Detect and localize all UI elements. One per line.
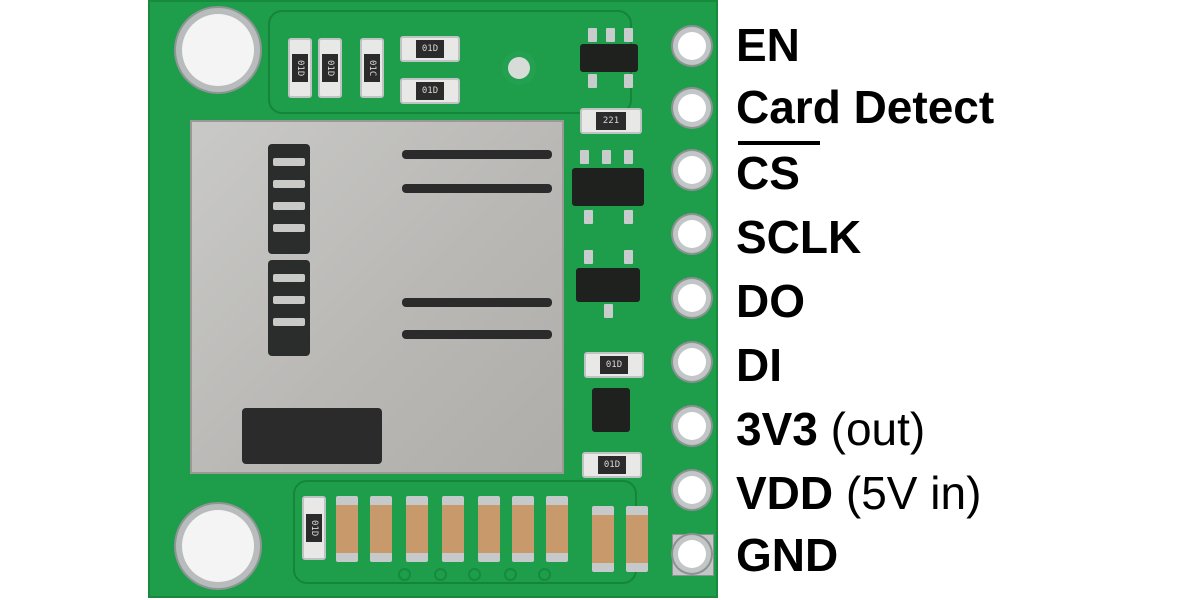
capacitor bbox=[442, 496, 464, 562]
pin-gnd-pad bbox=[672, 534, 714, 576]
mounting-hole-bottom bbox=[182, 510, 254, 582]
pin-card-detect bbox=[678, 94, 706, 122]
label-vdd: VDD (5V in) bbox=[736, 467, 982, 519]
resistor: 01D bbox=[302, 496, 326, 560]
resistor: 01D bbox=[400, 78, 460, 104]
contact-window bbox=[268, 144, 310, 254]
resistor: 01C bbox=[360, 38, 384, 98]
capacitor bbox=[478, 496, 500, 562]
fiducial-marker bbox=[508, 57, 530, 79]
pin-vdd bbox=[678, 476, 706, 504]
pin-3v3 bbox=[678, 412, 706, 440]
capacitor bbox=[546, 496, 568, 562]
spring-slit bbox=[402, 150, 552, 159]
label-3v3: 3V3 (out) bbox=[736, 403, 926, 455]
pin-en bbox=[678, 32, 706, 60]
label-sclk: SCLK bbox=[736, 211, 862, 263]
resistor: 01D bbox=[288, 38, 312, 98]
microsd-card-slot bbox=[190, 120, 564, 474]
pin-cs bbox=[678, 156, 706, 184]
pin-gnd bbox=[678, 540, 706, 568]
capacitor bbox=[592, 506, 614, 572]
pin-di bbox=[678, 348, 706, 376]
label-card-detect: Card Detect bbox=[736, 81, 995, 133]
contact-window bbox=[268, 260, 310, 356]
pin-sclk bbox=[678, 220, 706, 248]
resistor: 01D bbox=[584, 352, 644, 378]
label-do: DO bbox=[736, 275, 805, 327]
resistor: 01D bbox=[582, 452, 642, 478]
label-en: EN bbox=[736, 19, 800, 71]
card-latch bbox=[242, 408, 382, 464]
label-cs: CS bbox=[736, 141, 820, 196]
transistor-ic bbox=[576, 268, 640, 302]
capacitor bbox=[370, 496, 392, 562]
mosfet-ic bbox=[592, 388, 630, 432]
spring-slit bbox=[402, 330, 552, 339]
capacitor bbox=[336, 496, 358, 562]
resistor: 01D bbox=[400, 36, 460, 62]
spring-slit bbox=[402, 298, 552, 307]
label-di: DI bbox=[736, 339, 782, 391]
label-gnd: GND bbox=[736, 529, 839, 581]
mounting-hole-top bbox=[182, 14, 254, 86]
resistor: 01D bbox=[318, 38, 342, 98]
capacitor bbox=[512, 496, 534, 562]
resistor: 221 bbox=[580, 108, 642, 134]
pin-do bbox=[678, 284, 706, 312]
voltage-regulator-ic bbox=[580, 44, 638, 72]
capacitor bbox=[406, 496, 428, 562]
capacitor bbox=[626, 506, 648, 572]
active-low-overline bbox=[738, 141, 820, 145]
level-shifter-ic bbox=[572, 168, 644, 206]
spring-slit bbox=[402, 184, 552, 193]
